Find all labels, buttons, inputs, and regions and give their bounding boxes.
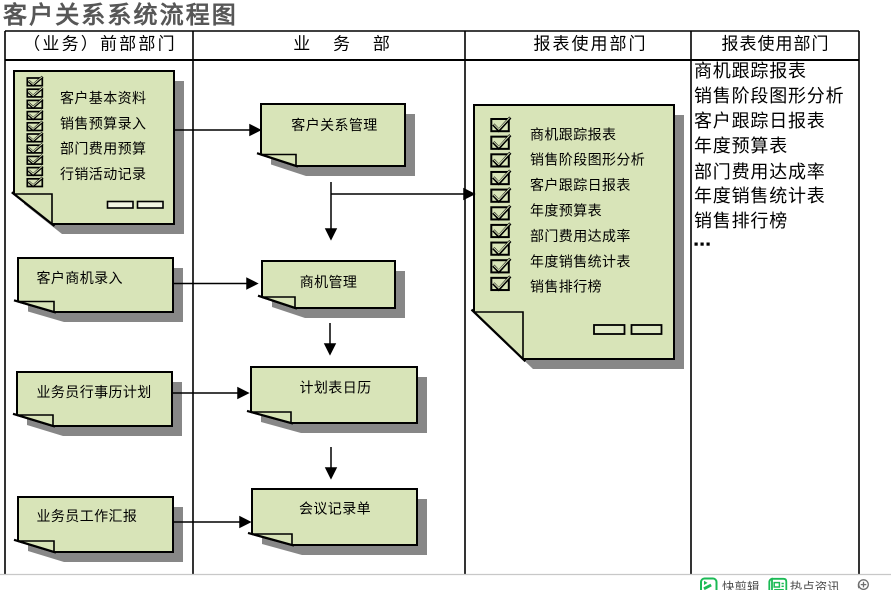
svg-text:报表使用部门: 报表使用部门 <box>722 34 830 54</box>
svg-text:会议记录单: 会议记录单 <box>299 501 371 517</box>
svg-text:业务员行事历计划: 业务员行事历计划 <box>37 385 152 401</box>
svg-text:部门费用预算: 部门费用预算 <box>60 142 146 158</box>
svg-text:热点资讯: 热点资讯 <box>790 581 841 590</box>
svg-text:商机管理: 商机管理 <box>300 275 358 291</box>
svg-text:商机跟踪报表: 商机跟踪报表 <box>530 127 616 143</box>
svg-text:销售排行榜: 销售排行榜 <box>530 279 602 296</box>
svg-text:销售阶段图形分析: 销售阶段图形分析 <box>530 153 645 169</box>
svg-text:报表使用部门: 报表使用部门 <box>534 34 648 54</box>
svg-text:销售预算录入: 销售预算录入 <box>60 116 146 132</box>
svg-text:业 务 部: 业 务 部 <box>293 35 393 54</box>
svg-text:客户关系系统流程图: 客户关系系统流程图 <box>3 1 238 29</box>
svg-text:销售排行榜: 销售排行榜 <box>694 211 788 231</box>
svg-text:业务员工作汇报: 业务员工作汇报 <box>37 509 138 525</box>
svg-text:（业务）前部部门: （业务）前部部门 <box>23 35 177 54</box>
svg-text:销售阶段图形分析: 销售阶段图形分析 <box>694 86 844 106</box>
svg-text:年度销售统计表: 年度销售统计表 <box>694 186 826 206</box>
svg-text:快剪辑: 快剪辑 <box>722 580 760 590</box>
svg-text:客户跟踪日报表: 客户跟踪日报表 <box>530 177 631 194</box>
svg-text:行销活动记录: 行销活动记录 <box>60 167 146 183</box>
svg-text:部门费用达成率: 部门费用达成率 <box>530 228 631 245</box>
svg-text:年度预算表: 年度预算表 <box>694 136 788 156</box>
svg-text:计划表日历: 计划表日历 <box>300 380 372 396</box>
svg-text:客户商机录入: 客户商机录入 <box>37 270 123 287</box>
svg-text:商机跟踪报表: 商机跟踪报表 <box>694 61 807 81</box>
svg-text:客户跟踪日报表: 客户跟踪日报表 <box>694 111 826 131</box>
svg-text:部门费用达成率: 部门费用达成率 <box>694 162 826 182</box>
svg-text:年度预算表: 年度预算表 <box>530 204 602 220</box>
svg-text:年度销售统计表: 年度销售统计表 <box>530 254 631 270</box>
svg-text:客户关系管理: 客户关系管理 <box>291 117 377 134</box>
svg-text:客户基本资料: 客户基本资料 <box>60 90 146 107</box>
